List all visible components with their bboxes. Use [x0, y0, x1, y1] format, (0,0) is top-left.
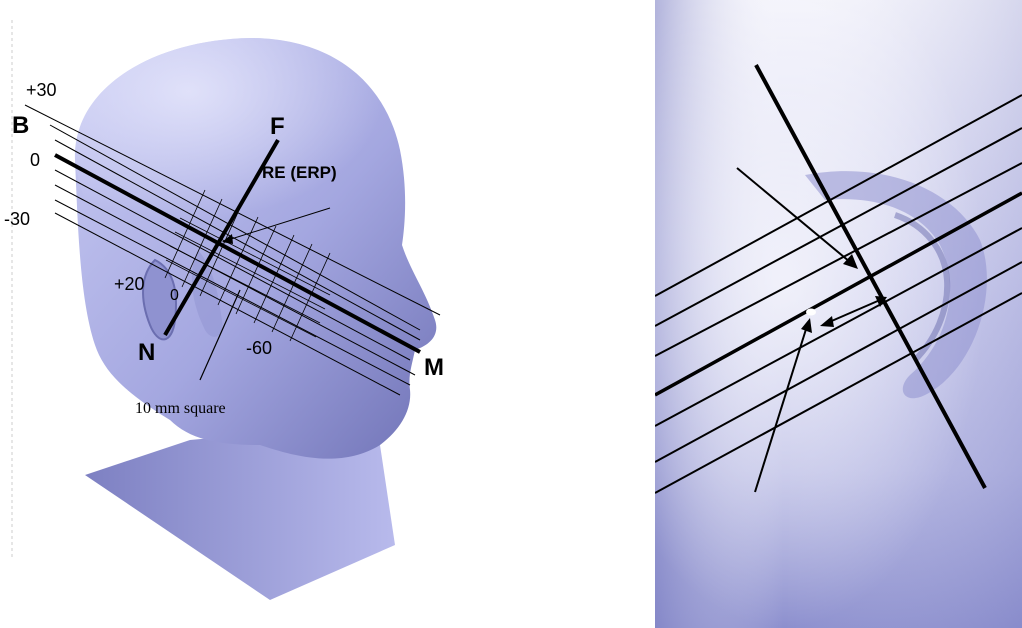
- head-diagram-svg: B F N M +30 0 -30 +20 0 -60 RE (ERP) 10 …: [4, 20, 444, 600]
- label-b: B: [12, 112, 29, 139]
- plane-line: [54, 212, 401, 396]
- ear-outline: [805, 171, 987, 399]
- plane-line: [54, 199, 411, 386]
- label-m: M: [424, 354, 444, 381]
- label-plus30: +30: [26, 80, 57, 100]
- label-minus60: -60: [246, 338, 272, 358]
- ear-ridge: [893, 212, 951, 363]
- label-zero-center: 0: [170, 287, 179, 304]
- right-figure: [655, 0, 1022, 628]
- label-n: N: [138, 339, 155, 366]
- zoom-diagram-svg: [655, 0, 1022, 628]
- bm-axis-line: [54, 153, 421, 354]
- square-pointer-line: [199, 289, 241, 381]
- plane-line: [54, 139, 421, 341]
- zoom-plane-line: [655, 292, 1022, 494]
- plane-line: [49, 124, 421, 331]
- grid-line: [174, 231, 326, 310]
- ear-shape: [142, 258, 177, 341]
- plane-line: [54, 184, 416, 376]
- grid-line: [199, 207, 241, 297]
- label-zero-left: 0: [30, 150, 40, 170]
- up-arrow-line: [754, 325, 808, 493]
- grid-line: [169, 245, 321, 324]
- label-plus20: +20: [114, 274, 145, 294]
- zoom-plane-line: [655, 227, 1022, 427]
- neck-shape: [85, 430, 395, 600]
- label-10mm-square: 10 mm square: [135, 400, 226, 417]
- grid-lines: [164, 189, 331, 342]
- zoom-plane-line: [655, 127, 1022, 327]
- double-arrowhead-right: [875, 296, 887, 307]
- zoom-arrowhead: [843, 254, 858, 269]
- zoom-plane-line: [655, 261, 1022, 463]
- grid-line: [165, 259, 317, 338]
- double-arrow-line: [826, 299, 881, 324]
- double-arrowhead-left: [820, 316, 834, 327]
- label-re-erp: RE (ERP): [262, 163, 337, 182]
- label-minus30: -30: [4, 209, 30, 229]
- plane-line: [54, 169, 411, 361]
- marker-point: [806, 308, 816, 316]
- zoom-plane-line: [655, 94, 1022, 297]
- zoom-cross-line: [754, 64, 987, 489]
- head-highlight: [74, 38, 401, 252]
- label-f: F: [270, 113, 285, 140]
- zoom-arrow-line: [736, 167, 851, 263]
- grid-line: [181, 198, 223, 288]
- up-arrowhead: [801, 318, 812, 333]
- left-figure: B F N M +30 0 -30 +20 0 -60 RE (ERP) 10 …: [0, 0, 470, 628]
- zoom-main-axis: [655, 191, 1022, 397]
- nf-axis-line: [163, 138, 280, 337]
- zoom-plane-line: [655, 162, 1022, 357]
- re-arrowhead: [222, 234, 233, 244]
- re-arrow-line: [227, 207, 331, 241]
- zoom-plane-lines: [655, 94, 1022, 494]
- grid-line: [289, 252, 331, 342]
- grid-line: [179, 217, 331, 296]
- plane-line: [24, 104, 441, 316]
- grid-line: [271, 243, 313, 333]
- plane-lines: [24, 104, 441, 396]
